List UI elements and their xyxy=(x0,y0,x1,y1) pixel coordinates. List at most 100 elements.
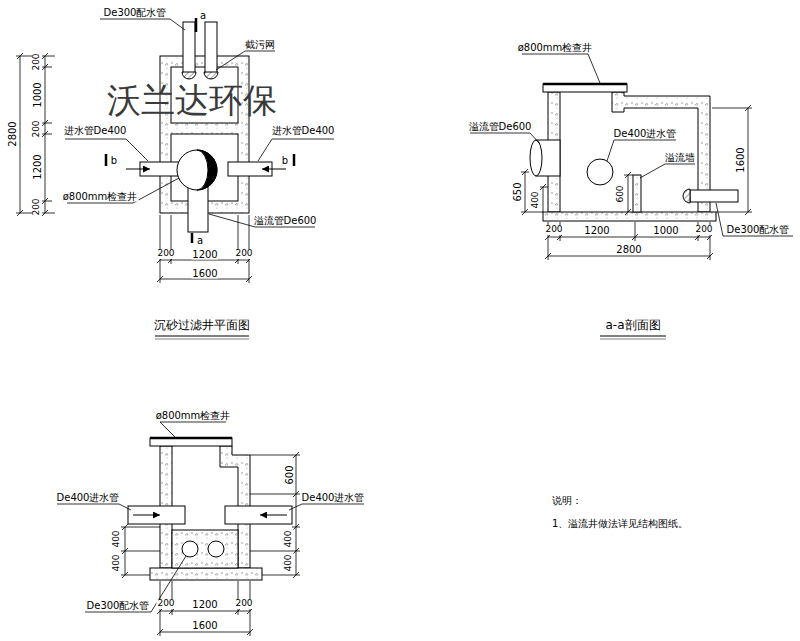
plan-view-part xyxy=(195,18,198,32)
section-a-a-part xyxy=(522,54,600,83)
dimension: 1200 xyxy=(191,599,218,610)
section-a-a-part xyxy=(540,184,548,212)
section-mark xyxy=(106,18,294,243)
dimension: 200 xyxy=(32,119,42,138)
dimension: 200 xyxy=(32,197,42,216)
plan-view-part xyxy=(258,139,334,161)
section-a-a-part xyxy=(587,159,613,185)
dimension: 1000 xyxy=(32,81,43,108)
section-a-a-part xyxy=(543,212,716,221)
section-a-a-part xyxy=(716,203,793,236)
plan-view-part xyxy=(182,72,196,79)
pipe-label: De300配水管 xyxy=(726,224,791,235)
section-b-b-part xyxy=(150,438,232,446)
dimension: 600 xyxy=(616,184,626,203)
section-b-b-part xyxy=(85,556,186,612)
dimension: 400 xyxy=(284,529,294,548)
pipe-label: 进水管De400 xyxy=(271,125,336,136)
section-a-a-part xyxy=(545,234,713,240)
dimension: 1000 xyxy=(652,225,679,236)
dimension: 1600 xyxy=(191,620,218,631)
plan-view-part xyxy=(293,154,296,166)
dimension: 200 xyxy=(156,599,175,609)
pipe-label: 溢流管De600 xyxy=(468,121,533,132)
pipe-label: De300配水管 xyxy=(103,7,168,18)
view-title: 沉砂过滤井平面图 xyxy=(153,319,251,332)
plan-view xyxy=(16,18,334,339)
plan-view-part xyxy=(65,139,148,161)
section-b-b-part xyxy=(150,568,262,580)
section-a-a-part xyxy=(543,84,627,92)
plan-view-part xyxy=(262,169,286,170)
leader-line xyxy=(57,422,364,612)
pipe-label: De400进水管 xyxy=(301,492,366,503)
section-mark-letter: a xyxy=(196,235,204,246)
dimension: 1200 xyxy=(191,249,218,260)
plan-view-part xyxy=(16,56,55,213)
section-a-a xyxy=(470,54,793,339)
title-underline xyxy=(600,339,666,340)
plan-view-part xyxy=(100,19,185,30)
note-heading: 说明： xyxy=(551,495,583,506)
section-b-b-part xyxy=(128,506,185,524)
plan-view-part xyxy=(197,150,217,190)
pipe-label: 溢流管De600 xyxy=(253,215,318,226)
note-text: 1、溢流井做法详见结构图纸。 xyxy=(551,518,689,529)
part-label: 截污网 xyxy=(244,39,276,50)
dimension: 200 xyxy=(234,599,253,609)
pipe-label: De400进水管 xyxy=(613,128,678,139)
part-label: 溢流墙 xyxy=(664,152,696,163)
section-b-b-part xyxy=(133,515,160,516)
section-b-b xyxy=(57,422,364,636)
section-b-b-part xyxy=(57,504,131,510)
section-a-a-part xyxy=(690,190,738,202)
section-a-a-part xyxy=(633,175,641,212)
dimension: 200 xyxy=(32,52,42,71)
section-b-b-part xyxy=(225,506,292,524)
dimension: 400 xyxy=(112,553,122,572)
title-underline xyxy=(155,339,249,340)
section-mark-letter: b xyxy=(281,155,289,166)
view-title: a-a剖面图 xyxy=(604,319,661,332)
pipe-label: De300配水管 xyxy=(86,600,151,611)
section-mark-letter: b xyxy=(110,155,118,166)
plan-view-part xyxy=(205,22,217,74)
dimension: 400 xyxy=(284,553,294,572)
watermark: 沃兰达环保 xyxy=(106,82,278,119)
dimension: 600 xyxy=(284,464,295,485)
dimension: 400 xyxy=(531,190,541,209)
plan-view-part xyxy=(191,233,194,243)
plan-view-part xyxy=(216,51,275,70)
section-a-a-part xyxy=(543,83,627,86)
section-b-b-part xyxy=(150,437,232,440)
section-a-a-part xyxy=(712,105,752,215)
part-label: ø800mm检查井 xyxy=(517,42,594,53)
dimension: 2800 xyxy=(615,244,642,255)
dimension: 1600 xyxy=(191,268,218,279)
dimension: 200 xyxy=(694,225,713,235)
part-label: ø800mm检查井 xyxy=(62,191,139,202)
leader-line xyxy=(470,54,793,236)
dimension: 1200 xyxy=(583,225,610,236)
part-label: ø800mm检查井 xyxy=(155,410,232,421)
section-a-a-part xyxy=(640,164,695,178)
plan-view-part xyxy=(204,72,218,79)
dimension: 200 xyxy=(156,249,175,259)
section-b-b-part xyxy=(260,515,287,516)
title-underline xyxy=(155,336,249,337)
section-b-b-part xyxy=(160,422,226,437)
plan-view-part xyxy=(177,150,217,190)
title-underline xyxy=(600,336,666,337)
section-b-b-part xyxy=(289,504,364,510)
section-mark-letter: a xyxy=(199,10,207,21)
section-b-b-part xyxy=(182,541,198,557)
plan-view-part xyxy=(17,53,23,216)
dimension: 400 xyxy=(112,529,122,548)
section-b-b-part xyxy=(250,455,300,575)
dimension: 1600 xyxy=(735,146,746,173)
section-a-a-part xyxy=(521,169,543,215)
section-b-b-part xyxy=(208,541,224,557)
dimension: 1200 xyxy=(32,153,43,180)
pipe-label: De400进水管 xyxy=(56,492,121,503)
